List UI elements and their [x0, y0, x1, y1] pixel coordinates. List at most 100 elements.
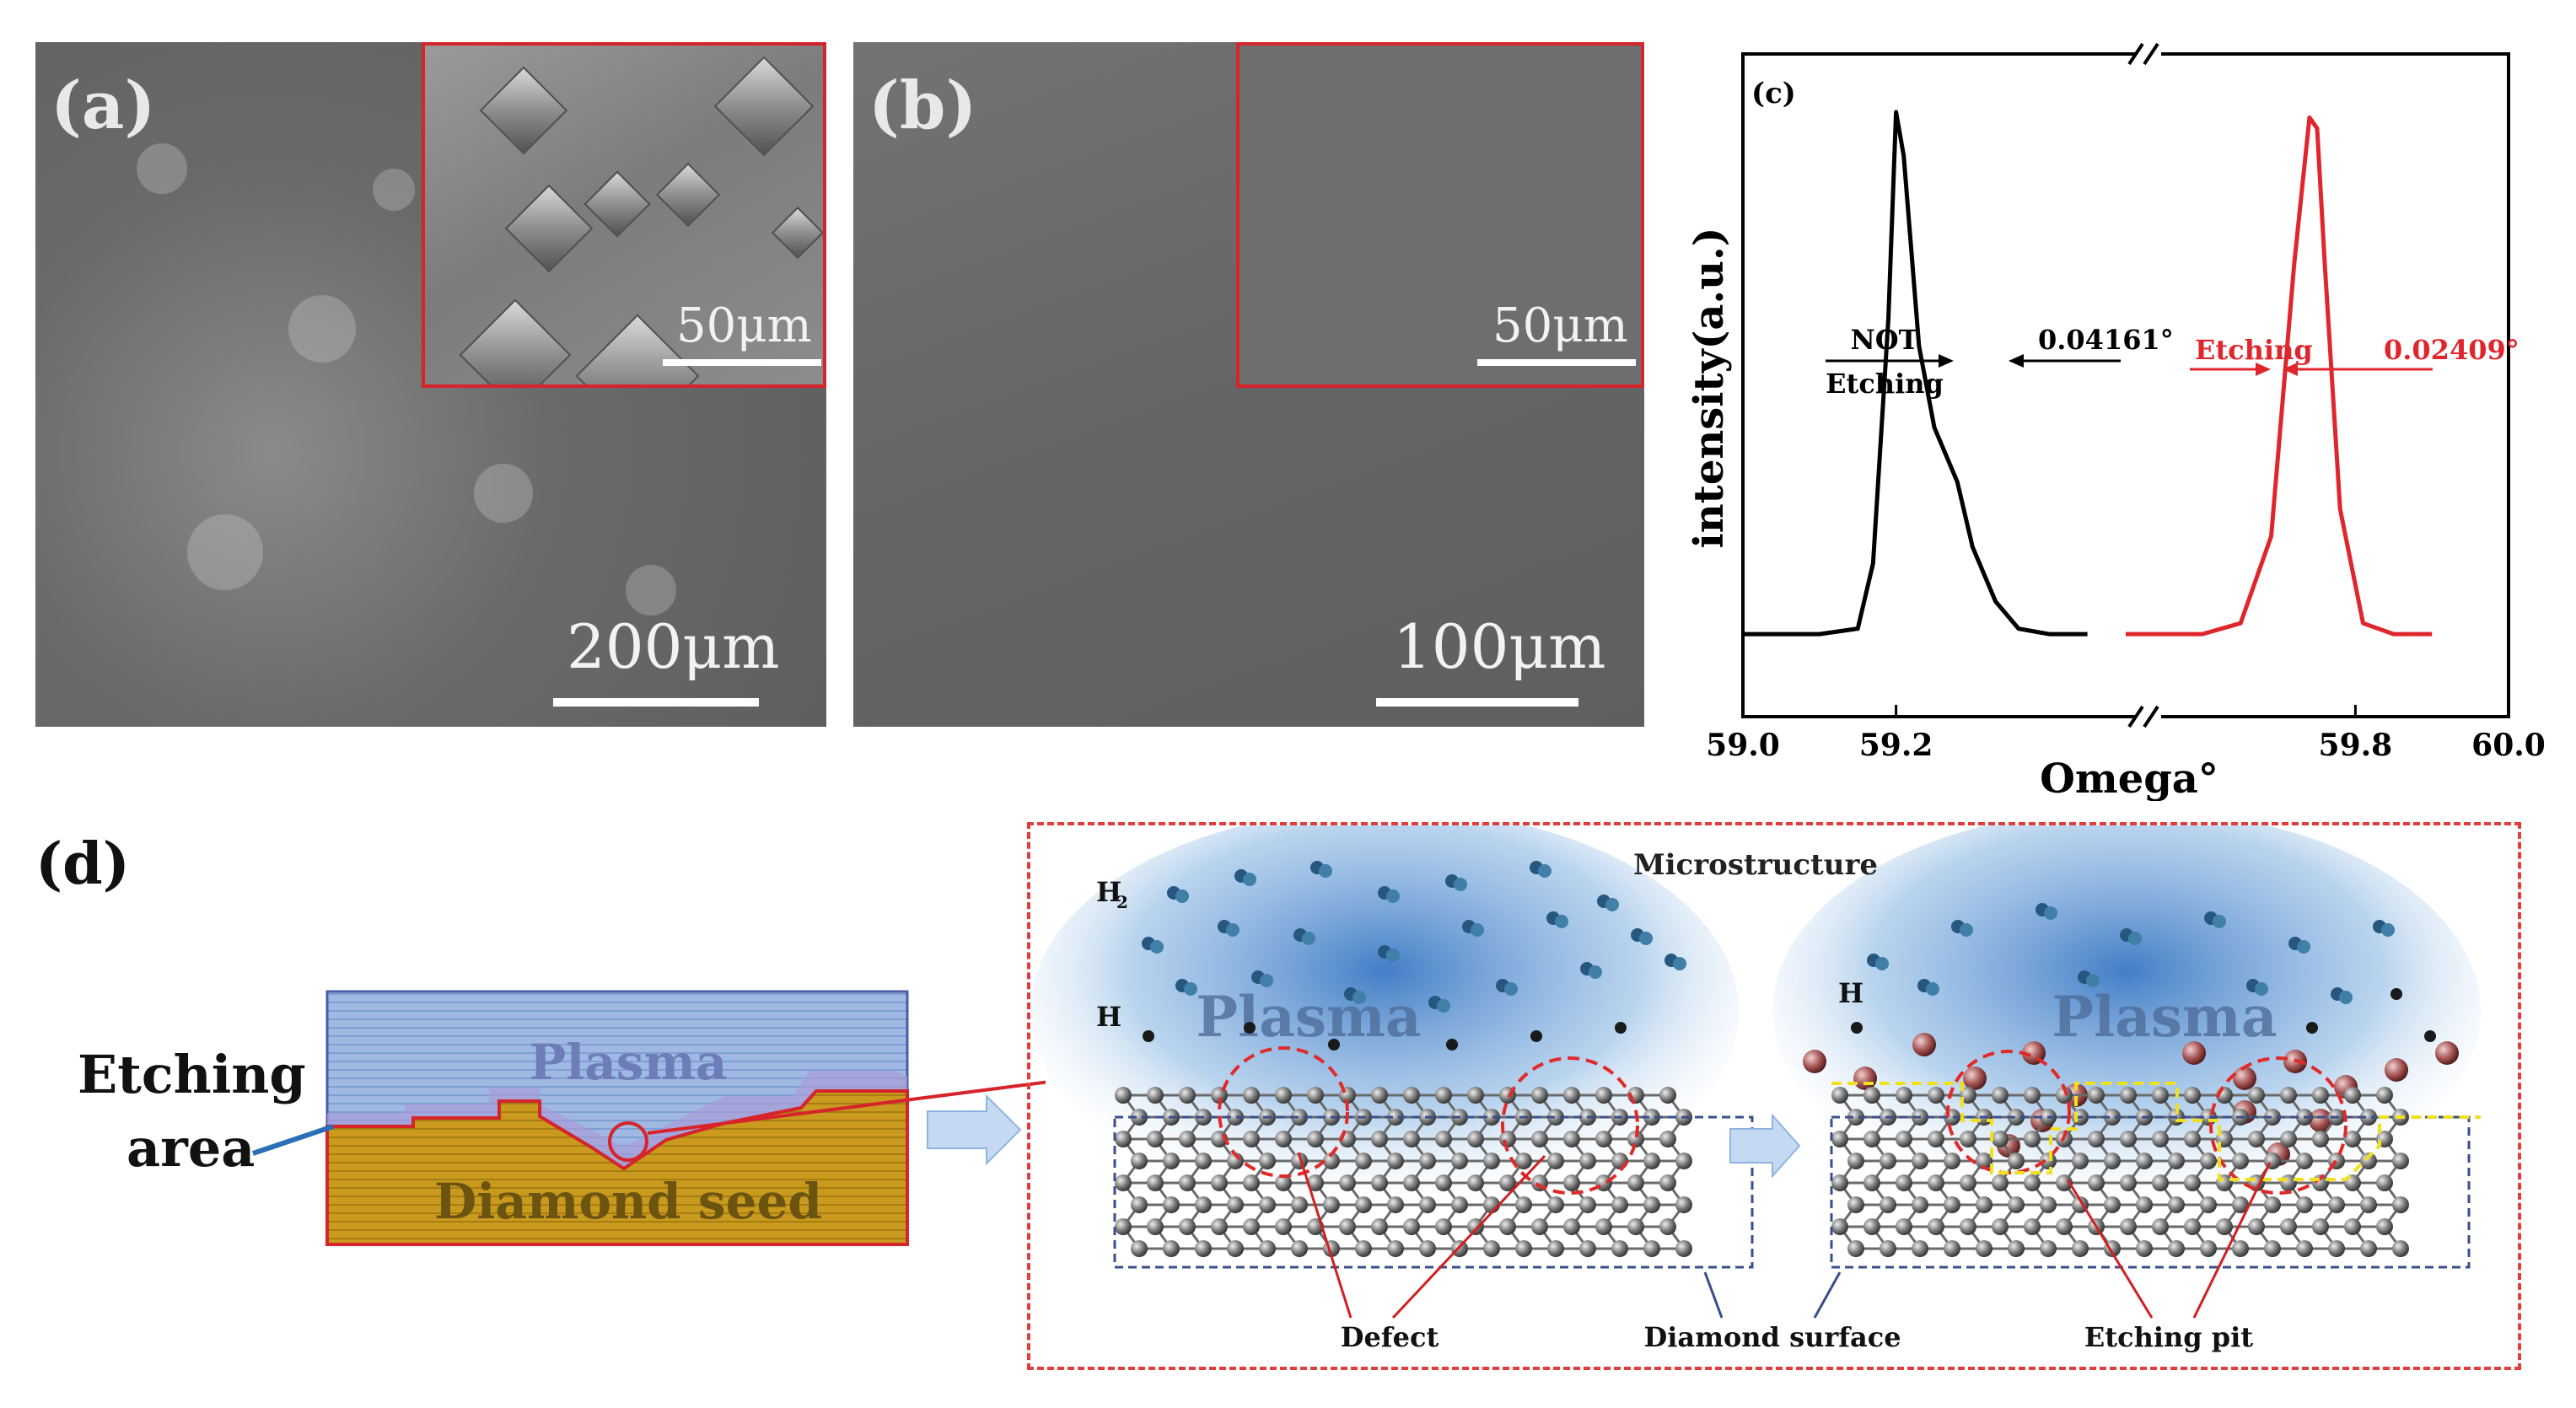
carbon-atom: [1435, 1218, 1452, 1235]
carbon-atom: [1387, 1240, 1404, 1257]
hydrogen-molecule: [1386, 889, 1400, 903]
hydrogen-atom: [2390, 988, 2402, 1000]
carbon-atom: [2024, 1131, 2041, 1147]
carbon-atom: [1211, 1218, 1228, 1235]
carbon-atom: [2232, 1196, 2249, 1213]
carbon-atom: [1227, 1240, 1244, 1257]
surface-texture: [626, 565, 676, 615]
carbon-atom: [2136, 1153, 2153, 1169]
carbon-atom: [2184, 1087, 2201, 1104]
diamond-lattice-right: [1831, 1087, 2409, 1257]
h-label-right: H: [1838, 977, 1863, 1009]
hydrogen-molecule: [2339, 991, 2353, 1004]
carbon-atom: [2136, 1196, 2153, 1213]
carbon-atom: [1595, 1131, 1612, 1147]
carbon-atom: [1259, 1240, 1276, 1257]
carbon-atom: [1992, 1087, 2009, 1104]
carbon-atom: [1147, 1174, 1164, 1191]
carbon-atom: [2248, 1087, 2265, 1104]
panel-label-d: (d): [35, 830, 130, 898]
carbon-atom: [1483, 1153, 1500, 1169]
carbon-atom: [2376, 1087, 2393, 1104]
carbon-atom: [2104, 1153, 2121, 1169]
carbon-atom: [1291, 1196, 1308, 1213]
hydrogen-molecule: [1150, 940, 1164, 954]
carbon-atom: [2056, 1087, 2073, 1104]
carbon-atom: [1992, 1218, 2009, 1235]
defect-label: Defect: [1341, 1321, 1439, 1353]
inset-scale-label-a: 50μm: [676, 298, 812, 353]
carbon-atom: [1944, 1240, 1960, 1257]
carbon-atom: [1912, 1153, 1928, 1169]
carbon-atom: [1960, 1131, 1976, 1147]
hydrogen-molecule: [1353, 991, 1366, 1004]
carbon-atom: [2392, 1196, 2409, 1213]
carbon-atom: [1659, 1174, 1676, 1191]
carbon-atom: [1435, 1087, 1452, 1104]
carbon-atom: [2312, 1087, 2329, 1104]
carbon-atom: [1992, 1174, 2009, 1191]
carbon-atom: [1371, 1218, 1388, 1235]
hydrogen-molecule: [1226, 923, 1240, 937]
defect-circle-1: [1218, 1046, 1349, 1178]
carbon-atom: [2312, 1218, 2329, 1235]
diamond-crystal: [504, 184, 594, 273]
carbon-atom: [1515, 1153, 1532, 1169]
carbon-atom: [1928, 1131, 1944, 1147]
carbon-atom: [2344, 1218, 2361, 1235]
plasma-label-left: Plasma: [1196, 984, 1421, 1050]
carbon-atom: [2008, 1153, 2025, 1169]
hydrogen-molecule: [1386, 949, 1400, 962]
carbon-atom: [1643, 1196, 1660, 1213]
carbon-atom: [1179, 1087, 1196, 1104]
panel-label-a: (a): [51, 67, 156, 144]
carbon-atom: [1403, 1174, 1420, 1191]
carbon-atom: [1179, 1174, 1196, 1191]
carbon-atom: [1291, 1240, 1308, 1257]
carbon-atom: [1675, 1240, 1692, 1257]
x-axis-label: Omega°: [2040, 755, 2218, 801]
carbon-atom: [1595, 1218, 1612, 1235]
carbon-atom: [1896, 1087, 1912, 1104]
hydrogen-molecule: [1960, 923, 1973, 937]
carbon-atom: [2040, 1240, 2057, 1257]
carbon-atom: [1179, 1218, 1196, 1235]
hydrogen-molecule: [2297, 940, 2310, 954]
carbon-atom: [1611, 1196, 1628, 1213]
carbon-atom: [1163, 1153, 1180, 1169]
panel-label-c: (c): [1751, 77, 1796, 110]
carbon-atom: [1579, 1196, 1596, 1213]
carbon-atom: [1579, 1240, 1596, 1257]
carbon-atom: [1275, 1087, 1292, 1104]
hydrogen-atom-etching: [2309, 1109, 2332, 1132]
carbon-atom: [1960, 1174, 1976, 1191]
hydrogen-molecule: [1639, 932, 1653, 945]
carbon-atom: [1643, 1109, 1660, 1126]
annotation-etching: Etching: [2195, 334, 2313, 366]
carbon-atom: [1467, 1218, 1484, 1235]
carbon-atom: [2360, 1153, 2377, 1169]
carbon-atom: [2088, 1131, 2105, 1147]
carbon-atom: [1944, 1153, 1960, 1169]
carbon-atom: [1499, 1218, 1516, 1235]
y-axis-label: intensity(a.u.): [1686, 228, 1733, 549]
surface-box-left: [1113, 1115, 1754, 1269]
carbon-atom: [2344, 1131, 2361, 1147]
carbon-atom: [1912, 1196, 1928, 1213]
hydrogen-molecule: [1302, 932, 1315, 945]
carbon-atom: [1355, 1153, 1372, 1169]
carbon-atom: [2296, 1196, 2313, 1213]
carbon-atom: [2392, 1153, 2409, 1169]
microstructure-frame: [1027, 822, 2521, 1370]
surface-texture: [373, 169, 415, 211]
inset-image-a: 50μm: [422, 42, 826, 388]
carbon-atom: [2008, 1240, 2025, 1257]
carbon-atom: [2152, 1174, 2169, 1191]
carbon-atom: [2360, 1196, 2377, 1213]
diamond-crystal: [655, 162, 721, 228]
carbon-atom: [2280, 1174, 2297, 1191]
defect-pointer-2: [1391, 1154, 1546, 1319]
microstructure-title: Microstructure: [1633, 848, 1878, 882]
carbon-atom: [2280, 1131, 2297, 1147]
